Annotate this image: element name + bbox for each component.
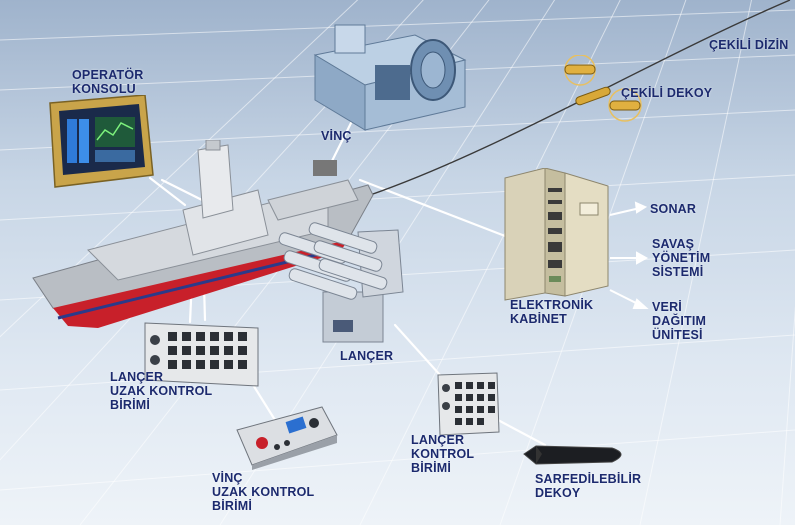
decoy-icon[interactable] [522,440,632,470]
label-towed-decoy: ÇEKİLİ DEKOY [621,86,713,100]
winch-icon[interactable] [305,15,470,135]
label-winch: VİNÇ [321,129,352,143]
control-panel-icon[interactable] [140,318,265,390]
operator-console-icon[interactable] [45,95,155,195]
line-remote-winchremote [248,378,277,422]
label-launcher: LANÇER [340,349,394,363]
ship-icon[interactable] [28,140,378,340]
line-launcher-control [393,323,442,377]
cabinet-icon[interactable] [500,168,615,303]
launcher-icon[interactable] [268,222,418,347]
line-console-ship [148,176,187,207]
towed-decoy-icon [564,55,642,122]
launcher-control-icon[interactable] [435,370,503,438]
line-winch-ship [328,113,357,167]
label-sonar: SONAR [650,202,697,216]
label-towed-array: ÇEKİLİ DİZİN [709,38,789,52]
line-control-decoy [496,418,547,447]
winch-remote-icon[interactable] [232,405,342,470]
